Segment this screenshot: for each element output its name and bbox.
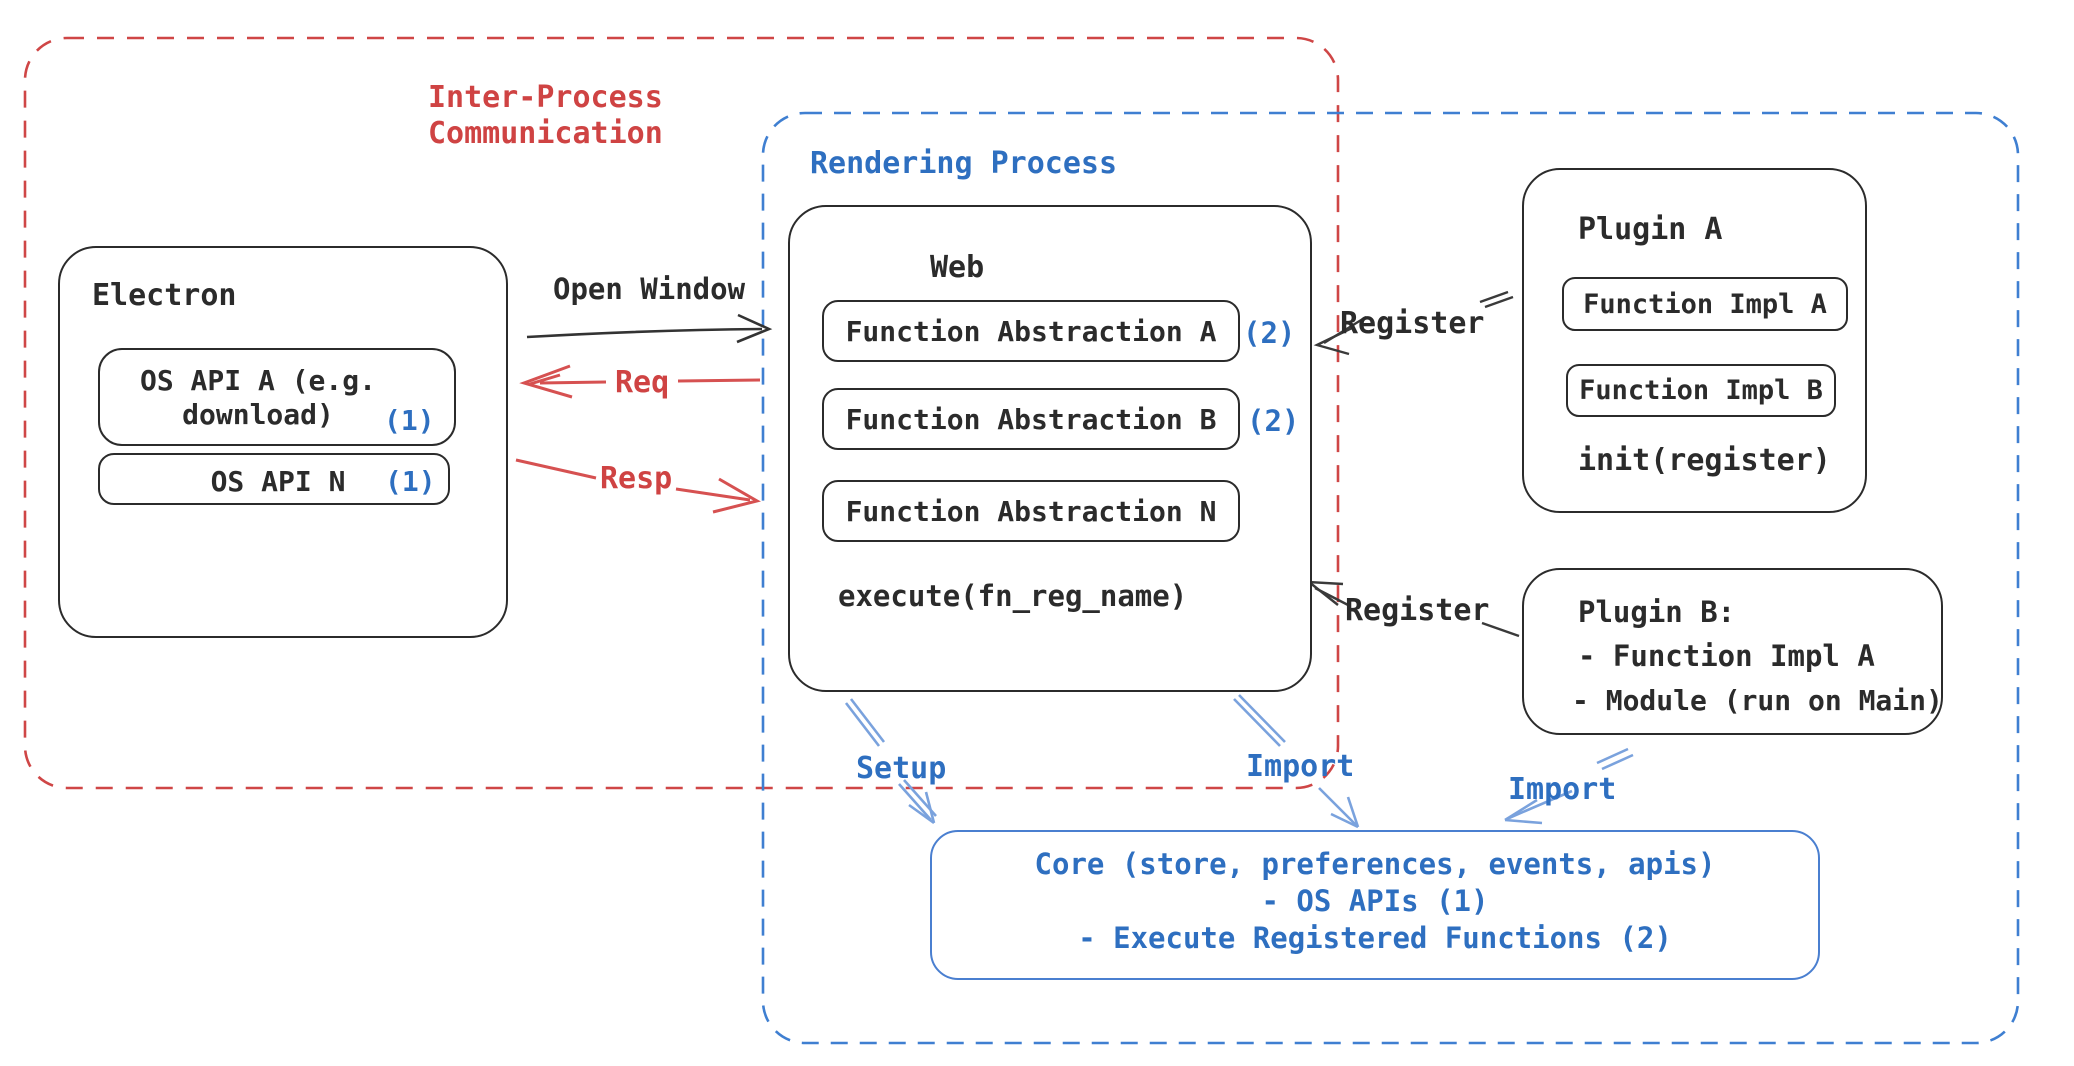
import-mid-arrow [1233,694,1360,829]
os-api-n-label: OS API N [210,465,346,498]
req-label: Req [615,365,670,400]
function-abstraction-a-label: Function Abstraction A [845,314,1217,348]
resp-label: Resp [600,461,673,496]
plugin-b-title: Plugin B: [1578,595,1736,629]
electron-title: Electron [92,278,237,313]
ipc-dashed-border [23,36,1340,790]
os-api-a-box [98,348,456,446]
os-api-a-label: OS API A (e.g.download) [139,364,376,431]
core-box [930,830,1820,980]
resp-arrow [515,458,761,514]
os-api-a-badge: (1) [384,404,435,437]
open-window-arrow [526,313,773,344]
plugin-a-title: Plugin A [1578,212,1723,247]
function-abstraction-n-box: Function Abstraction N [822,480,1240,542]
function-abstraction-b-box: Function Abstraction B [822,388,1240,450]
execute-label: execute(fn_reg_name) [838,579,1188,613]
plugin-b-item-module: - Module (run on Main) [1572,684,1943,717]
function-impl-b-label: Function Impl B [1579,375,1823,406]
function-abstraction-a-badge: (2) [1243,316,1296,350]
plugin-b-item-function-impl-a: - Function Impl A [1578,639,1875,673]
open-window-label: Open Window [553,272,746,306]
function-impl-a-label: Function Impl A [1583,288,1827,320]
import-right-arrow [1504,747,1634,825]
rendering-dashed-border [761,111,2020,1045]
web-title: Web [930,250,985,285]
register-top-arrow [1313,290,1514,356]
setup-label: Setup [856,751,947,786]
function-abstraction-n-label: Function Abstraction N [845,494,1217,528]
req-arrow [519,364,761,399]
import-mid-label: Import [1246,749,1355,784]
function-abstraction-b-badge: (2) [1247,404,1300,438]
function-abstraction-a-box: Function Abstraction A [822,300,1240,362]
init-register-label: init(register) [1578,443,1831,478]
import-right-label: Import [1508,772,1617,807]
function-abstraction-b-label: Function Abstraction B [845,402,1217,436]
os-api-n-badge: (1) [385,465,436,498]
os-api-n-box [98,453,450,505]
rendering-region-label: Rendering Process [810,146,1118,181]
core-label: Core (store, preferences, events, apis)-… [1034,847,1716,955]
plugin-a-box [1522,168,1867,513]
function-impl-b-box: Function Impl B [1566,364,1836,417]
register-bottom-label: Register [1345,593,1490,628]
setup-arrow [844,698,937,825]
plugin-b-box [1522,568,1943,735]
function-impl-a-box: Function Impl A [1562,277,1848,331]
register-top-label: Register [1340,306,1485,341]
